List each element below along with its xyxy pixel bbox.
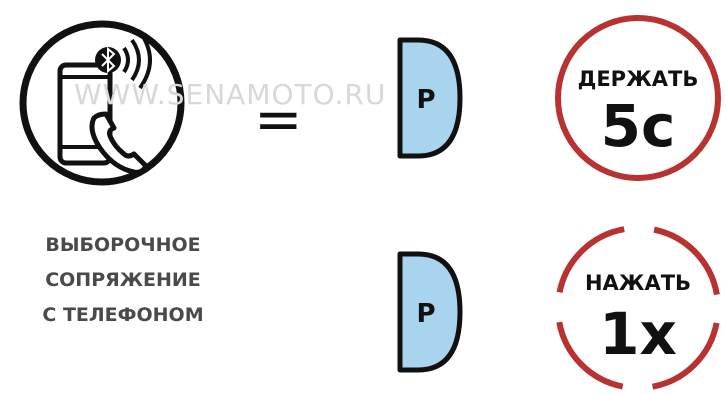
feature-caption: ВЫБОРОЧНОЕ СОПРЯЖЕНИЕ С ТЕЛЕФОНОМ xyxy=(0,228,246,333)
p-button-top[interactable]: P xyxy=(396,36,464,160)
hold-duration: 5c xyxy=(601,92,676,160)
press-ring: НАЖАТЬ 1x xyxy=(555,225,721,391)
p-button-bottom-letter: P xyxy=(416,299,435,329)
hold-label: ДЕРЖАТЬ xyxy=(578,67,699,91)
press-count: 1x xyxy=(599,300,677,368)
caption-line-1: ВЫБОРОЧНОЕ xyxy=(45,234,201,256)
p-button-bottom[interactable]: P xyxy=(396,250,464,374)
caption-line-2: СОПРЯЖЕНИЕ xyxy=(45,269,201,291)
press-label: НАЖАТЬ xyxy=(585,271,691,295)
caption-line-3: С ТЕЛЕФОНОМ xyxy=(42,304,204,326)
phone-bluetooth-icon xyxy=(19,20,185,186)
hold-ring: ДЕРЖАТЬ 5c xyxy=(555,15,721,181)
equals-sign: = xyxy=(254,85,303,153)
watermark: WWW.SENAMOTO.RU xyxy=(74,78,387,111)
p-button-top-letter: P xyxy=(416,85,435,115)
